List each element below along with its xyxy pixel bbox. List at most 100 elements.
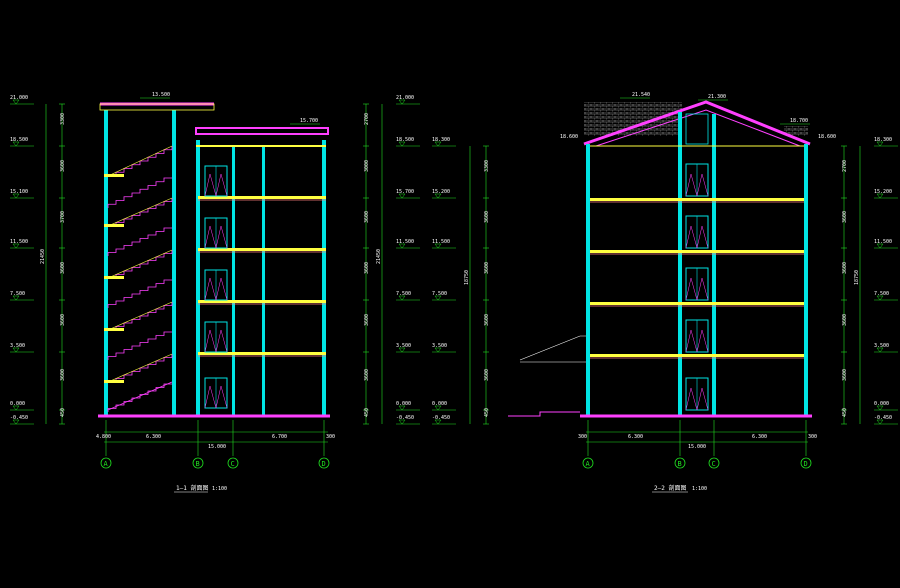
section_2-level-marker-right_levels-1	[876, 193, 884, 199]
section_1-dim-right_levels-3: 3600	[364, 262, 370, 274]
section_2-dim-right_levels-4: 3600	[842, 369, 848, 381]
pitched-roof	[583, 100, 811, 146]
s2-bdim-0: 300	[578, 434, 587, 440]
wall-axis-c2	[712, 114, 716, 416]
s1-window-swing-0	[204, 173, 228, 197]
section_2-axis-label-2: C	[712, 460, 716, 468]
s1-bdim-0: 4.800	[96, 434, 111, 440]
stair-parapet	[99, 103, 215, 111]
section_2-level-right_levels-6: -0.450	[874, 415, 892, 421]
section_2-level-right_levels-1: 15.200	[874, 189, 892, 195]
section_1-level-marker-left_levels-7	[12, 419, 20, 425]
section_1-level-marker-right_levels-6	[398, 405, 406, 411]
brick-parapet-right	[784, 126, 808, 136]
s1-window-swing-1	[204, 225, 228, 249]
s2-bdim-2: 15.000	[688, 444, 706, 450]
s1-bdim-1: 6.300	[146, 434, 161, 440]
s1-stair-down-0	[107, 177, 172, 208]
section_1-level-right_levels-0: 21.000	[396, 95, 414, 101]
section_2-level-right_levels-4: 3.500	[874, 343, 889, 349]
section_2-level-marker-left_levels-2	[434, 243, 442, 249]
section_2-axis-bubble-0	[582, 457, 594, 469]
section_1-axis-bubble-3	[318, 457, 330, 469]
section_2-level-marker-right_levels-3	[876, 295, 884, 301]
wall-axis-a	[586, 144, 590, 416]
stair-wall-right	[172, 110, 176, 416]
section_1-level-marker-left_levels-3	[12, 243, 20, 249]
s1-stair-landing-4	[104, 380, 124, 383]
wall-axis-d2	[804, 144, 808, 416]
s1-bdim-4: 300	[326, 434, 335, 440]
section_2-axis-label-1: B	[678, 460, 682, 468]
section_1-level-marker-right_levels-7	[398, 419, 406, 425]
section_1-dim-left_levels-0: 3300	[60, 113, 66, 125]
s2-floor-slab-2	[590, 302, 804, 305]
section-2-building	[508, 100, 812, 418]
s2-window-swing-4	[685, 387, 709, 411]
section_1-level-right_levels-4: 7.500	[396, 291, 411, 297]
section_1-axis-bubble-2	[227, 457, 239, 469]
section_2-total-dim-left_levels: 18750	[464, 270, 470, 285]
s2-floor-slab-3	[590, 354, 804, 357]
section_2-level-marker-right_levels-5	[876, 405, 884, 411]
section_1-level-marker-left_levels-0	[12, 99, 20, 105]
s2-window-swing-1	[685, 225, 709, 249]
section_2-level-left_levels-2: 11.500	[432, 239, 450, 245]
section_1-level-right_levels-3: 11.500	[396, 239, 414, 245]
s2-bdim-1: 6.300	[628, 434, 643, 440]
s2-window-swing-2	[685, 277, 709, 301]
section-2-scale: 1:100	[692, 486, 707, 492]
section_1-level-marker-left_levels-1	[12, 141, 20, 147]
section_1-level-marker-left_levels-2	[12, 193, 20, 199]
section_1-axis-bubble-1	[192, 457, 204, 469]
section_2-level-left_levels-3: 7.500	[432, 291, 447, 297]
section_2-axis-label-0: A	[586, 460, 591, 468]
brick-parapet-left	[584, 102, 682, 136]
section_1-level-marker-right_levels-4	[398, 295, 406, 301]
section_1-level-left_levels-3: 11.500	[10, 239, 28, 245]
s1-window-swing-4	[204, 385, 228, 409]
s1-stair-ground-flight	[107, 381, 173, 411]
s1-stair-down-3	[107, 331, 172, 360]
wall-axis-b	[196, 140, 200, 416]
section_1-axis-label-0: A	[104, 460, 109, 468]
s2-bdim-4: 300	[808, 434, 817, 440]
section_1-dim-right_levels-0: 2700	[364, 113, 370, 125]
s2-top-right-level: 18.700	[790, 118, 808, 124]
section-2-left-dimensions: 18.30015.20011.5007.5003.5000.000-0.4503…	[432, 137, 490, 425]
section_2-level-left_levels-4: 3.500	[432, 343, 447, 349]
s2-floor-slab-0	[590, 198, 804, 201]
section_1-level-left_levels-2: 15.100	[10, 189, 28, 195]
section_2-level-marker-right_levels-4	[876, 347, 884, 353]
entrance-steps	[508, 411, 580, 417]
s2-ridge-level: 21.300	[708, 94, 726, 100]
s1-stair-landing-1	[104, 224, 124, 227]
section_1-level-marker-right_levels-5	[398, 347, 406, 353]
section_2-level-marker-right_levels-0	[876, 141, 884, 147]
section_1-level-marker-right_levels-1	[398, 141, 406, 147]
section_1-axis-label-3: D	[322, 460, 326, 468]
section_2-level-marker-left_levels-3	[434, 295, 442, 301]
s2-eave-left: 18.600	[560, 134, 578, 140]
section_2-level-marker-left_levels-6	[434, 419, 442, 425]
section_1-total-dim-left_levels: 21450	[40, 249, 46, 264]
section_2-dim-right_levels-5: 450	[842, 408, 848, 417]
s1-stair-landing-2	[104, 276, 124, 279]
section_2-level-left_levels-0: 18.300	[432, 137, 450, 143]
section_1-level-marker-right_levels-0	[398, 99, 406, 105]
section_2-level-marker-left_levels-0	[434, 141, 442, 147]
section-1-building	[98, 102, 330, 418]
s1-stair-down-2	[107, 279, 172, 308]
s1-floor-slab-2	[198, 300, 326, 303]
section_2-dim-right_levels-1: 3600	[842, 211, 848, 223]
section_1-axis-label-1: B	[196, 460, 200, 468]
wall-axis-c	[232, 146, 235, 416]
s2-window-swing-0	[685, 173, 709, 197]
s1-stair-down-1	[107, 227, 172, 256]
section_2-level-left_levels-1: 15.200	[432, 189, 450, 195]
s1-roof-level: 15.700	[300, 118, 318, 124]
section_2-level-left_levels-6: -0.450	[432, 415, 450, 421]
section_2-level-marker-left_levels-5	[434, 405, 442, 411]
